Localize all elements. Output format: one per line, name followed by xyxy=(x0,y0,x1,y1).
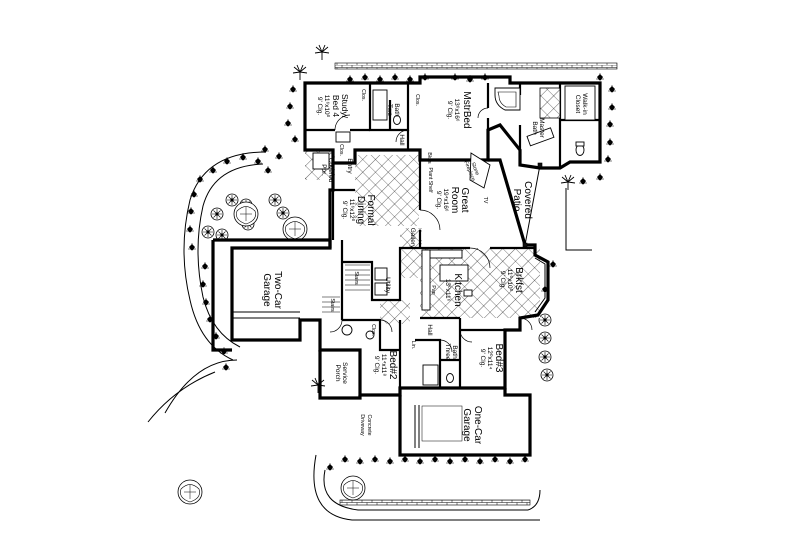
label-tv: TV xyxy=(482,197,488,204)
label-driveway: Driveway xyxy=(359,414,365,436)
label-dining-size: 11⁶x12⁰ xyxy=(348,199,356,222)
label-study-size: 11⁶x10⁰ xyxy=(323,95,331,118)
label-dining: Dining xyxy=(355,196,366,224)
room-labels: Study/ Bed 4 11⁶x10⁰ 9' Clg. Bath Two Ha… xyxy=(261,89,588,445)
label-concrete: Concrete xyxy=(366,414,372,435)
label-bed3-size: 12⁰x11⁴ xyxy=(486,347,494,370)
label-bed2-ceiling: 9' Clg. xyxy=(373,356,380,374)
label-bed2: Bed#2 xyxy=(387,351,398,380)
brick-edging-top xyxy=(334,62,618,70)
label-kitchen: Kitchen xyxy=(452,273,463,306)
label-covered-porch: Covered xyxy=(327,158,334,183)
label-bath-two: Bath xyxy=(393,103,400,117)
label-linen: Lin. xyxy=(410,341,416,349)
label-bath-three: Bath xyxy=(451,345,458,359)
label-service: Service xyxy=(341,362,348,384)
label-study-ceiling: 9' Clg. xyxy=(316,97,323,115)
brick-edging-bottom xyxy=(339,499,531,506)
label-room: Room xyxy=(449,187,460,214)
label-great: Great xyxy=(459,187,470,212)
label-closet-3: Clos. xyxy=(338,144,344,156)
label-hall-top: Hall xyxy=(398,134,405,146)
label-closet-2: Clos. xyxy=(414,94,420,106)
label-two-car-garage: Garage xyxy=(261,273,272,307)
label-master-bed-ceiling: 9' Clg. xyxy=(446,101,453,119)
label-pantry: Pan xyxy=(430,285,436,294)
master-tub xyxy=(494,87,521,111)
label-bed3: Bed#3 xyxy=(493,344,504,373)
label-service-porch: Porch xyxy=(334,365,341,382)
label-master-bath: Master xyxy=(538,118,545,139)
label-covered-porch-2: Por. xyxy=(320,164,327,176)
label-kitchen-size: 13⁰x11⁶ xyxy=(444,279,452,302)
label-bath-three-2: Three xyxy=(444,344,451,361)
label-closet-1: Clos. xyxy=(360,89,366,101)
label-master-bed: MstrBed xyxy=(461,91,472,128)
label-bed3-ceiling: 9' Clg. xyxy=(479,349,486,367)
label-brkfst-size: 11⁰x10⁰ xyxy=(506,269,514,292)
label-two-car: Two-Car xyxy=(272,271,283,309)
label-bed2-size: 11⁴x11⁸ xyxy=(380,354,387,377)
fireplace xyxy=(469,152,491,189)
label-utility: Utility xyxy=(384,277,391,294)
label-plant-shelf: Plant Shelf xyxy=(427,167,433,193)
label-bath-two-2: Two xyxy=(386,104,393,116)
label-dining-ceiling: 9' Clg. xyxy=(341,201,348,219)
label-gallery: Gallery xyxy=(409,228,416,249)
door-swings xyxy=(329,107,533,353)
label-walkin-closet: Walk-in xyxy=(581,93,588,115)
label-master-bed-size: 13⁶x16⁶ xyxy=(453,98,460,121)
label-bed4: Bed 4 xyxy=(331,95,341,117)
tub-bath-three xyxy=(422,364,439,386)
label-one-car-garage: Garage xyxy=(461,408,472,442)
label-walkin-closet-2: Closet xyxy=(574,95,581,114)
label-master-bath-2: Bath xyxy=(531,121,538,135)
kitchen-island xyxy=(439,264,469,282)
label-great-room-ceiling: 9' Clg. xyxy=(435,191,442,209)
label-fireplace: Stone xyxy=(469,161,480,176)
label-stairs: Stairs xyxy=(353,271,359,285)
label-stairs-2: Stairs xyxy=(329,298,335,312)
lawn-edge xyxy=(323,469,528,511)
label-brkfst: Brkfst xyxy=(513,267,524,293)
label-covered-patio: Covered xyxy=(522,181,533,219)
label-entry: Entry xyxy=(346,158,353,174)
label-brkfst-ceiling: 9' Clg. xyxy=(499,271,506,289)
label-study: Study/ xyxy=(340,94,350,119)
walkway-curve xyxy=(183,151,267,361)
label-bookcases: Bkcs xyxy=(426,152,432,164)
fixtures xyxy=(232,85,596,448)
entry-foyer-tile xyxy=(355,155,419,226)
walkway-curve-inner xyxy=(197,163,264,348)
master-shower xyxy=(539,87,561,119)
tub-bath-two xyxy=(372,89,388,121)
label-closet-4: Clos. xyxy=(370,324,376,336)
label-great-room-size: 19⁴x16⁶ xyxy=(442,188,449,212)
landscaping xyxy=(147,44,618,521)
label-formal: Formal xyxy=(365,194,376,225)
label-one-car: One-Car xyxy=(472,406,483,445)
label-hall-bottom: Hall xyxy=(426,324,433,336)
label-covered-patio-2: Patio xyxy=(511,189,522,212)
kitchen-tile xyxy=(420,248,540,318)
stair-treads xyxy=(322,264,370,313)
tile-floors xyxy=(305,150,540,324)
one-car-garage-wall xyxy=(398,388,532,457)
